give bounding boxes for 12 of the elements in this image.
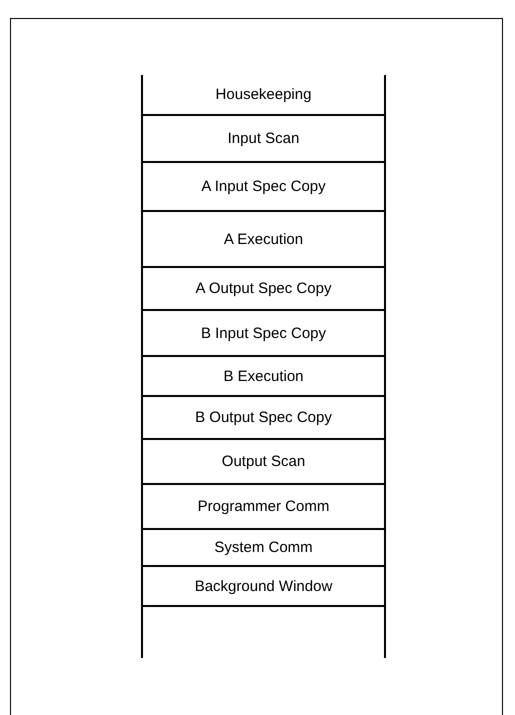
stack-layer: Programmer Comm [143, 485, 384, 530]
stack-layer: Background Window [143, 567, 384, 607]
stack-layer: A Execution [143, 212, 384, 268]
stack-layer: B Execution [143, 357, 384, 397]
stack-layer: B Input Spec Copy [143, 311, 384, 357]
stack-layer: Input Scan [143, 116, 384, 163]
stack-layer: Housekeeping [143, 75, 384, 116]
stack-layer: Output Scan [143, 440, 384, 485]
stack-layer: A Input Spec Copy [143, 163, 384, 212]
stack-layer: A Output Spec Copy [143, 268, 384, 311]
stack-layer: B Output Spec Copy [143, 397, 384, 440]
stack-layer: System Comm [143, 530, 384, 567]
